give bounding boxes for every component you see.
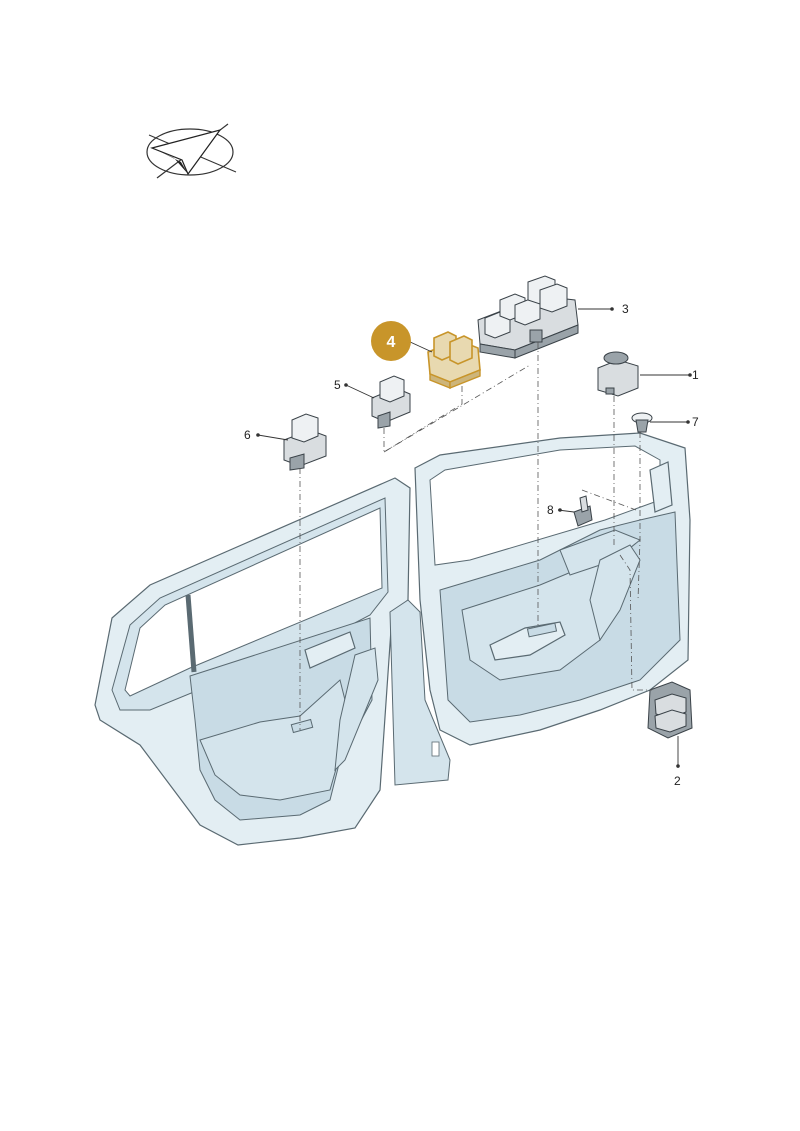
callout-7-label: 7 bbox=[692, 415, 699, 429]
part-2-switch-panel[interactable] bbox=[647, 681, 693, 739]
rear-door bbox=[94, 477, 411, 846]
part-5-window-switch[interactable] bbox=[371, 375, 411, 429]
part-3-window-switch-master[interactable] bbox=[477, 275, 579, 359]
part-8-bracket[interactable] bbox=[573, 495, 593, 527]
part-6-window-switch[interactable] bbox=[283, 413, 327, 471]
callout-4-badge[interactable]: 4 bbox=[371, 321, 411, 361]
callout-6-label: 6 bbox=[244, 428, 251, 442]
b-pillar bbox=[389, 599, 451, 786]
callout-2-label: 2 bbox=[674, 774, 681, 788]
assembly-lines bbox=[299, 342, 652, 730]
front-door bbox=[414, 432, 691, 746]
callout-1-label: 1 bbox=[692, 368, 699, 382]
paper-plane-check-icon bbox=[146, 123, 237, 179]
part-7-clip[interactable] bbox=[631, 412, 653, 433]
callout-3-label: 3 bbox=[622, 302, 629, 316]
callout-5-label: 5 bbox=[334, 378, 341, 392]
part-1-mirror-adjust-switch[interactable] bbox=[597, 351, 639, 397]
callout-8-label: 8 bbox=[547, 503, 554, 517]
callout-4-label: 4 bbox=[387, 334, 396, 351]
part-4-window-switch-highlighted[interactable] bbox=[427, 331, 481, 390]
leader-lines bbox=[256, 307, 692, 768]
